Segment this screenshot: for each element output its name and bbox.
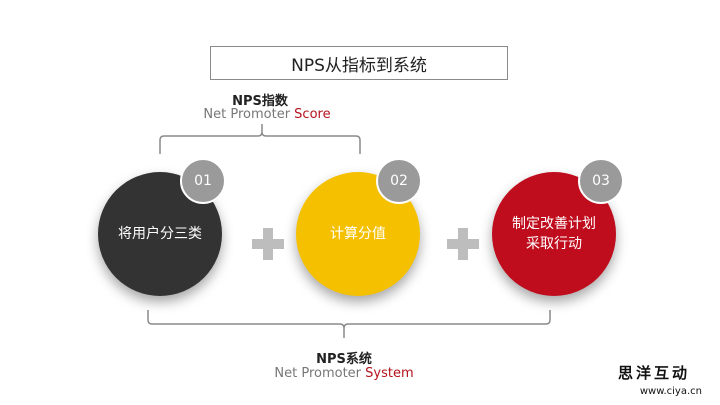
nps-system-sub-prefix: Net Promoter: [274, 366, 366, 381]
nps-index-sublabel: Net Promoter Score: [167, 107, 367, 122]
nps-system-label: NPS系统: [316, 352, 372, 367]
nps-index-label: NPS指数: [232, 94, 288, 109]
diagram-title: NPS从指标到系统: [210, 46, 508, 80]
nps-index-sub-highlight: Score: [294, 107, 331, 122]
step-3-badge: 03: [578, 158, 624, 204]
nps-index-sub-prefix: Net Promoter: [203, 107, 295, 122]
step-1-text: 将用户分三类: [118, 226, 202, 242]
nps-system-sub-highlight: System: [365, 366, 414, 381]
step-2-text: 计算分值: [330, 226, 386, 242]
step-3-text-line2: 采取行动: [526, 236, 582, 252]
step-2-badge: 02: [376, 158, 422, 204]
step-3-number: 03: [592, 173, 610, 189]
step-3-text-line1: 制定改善计划: [512, 216, 596, 232]
step-2-number: 02: [390, 173, 408, 189]
nps-system-sublabel: Net Promoter System: [244, 366, 444, 381]
diagram-title-text: NPS从指标到系统: [291, 55, 427, 76]
watermark-logo: 思洋互动: [617, 364, 690, 382]
top-bracket: [159, 124, 361, 154]
step-1-number: 01: [194, 173, 212, 189]
watermark-url: www.ciya.cn: [639, 386, 702, 397]
plus-icon: [252, 228, 284, 260]
step-1-circle: 将用户分三类: [98, 172, 222, 296]
step-1-badge: 01: [180, 158, 226, 204]
step-3-circle: 制定改善计划 采取行动: [492, 172, 616, 296]
plus-icon: [447, 228, 479, 260]
bottom-bracket: [147, 310, 551, 338]
